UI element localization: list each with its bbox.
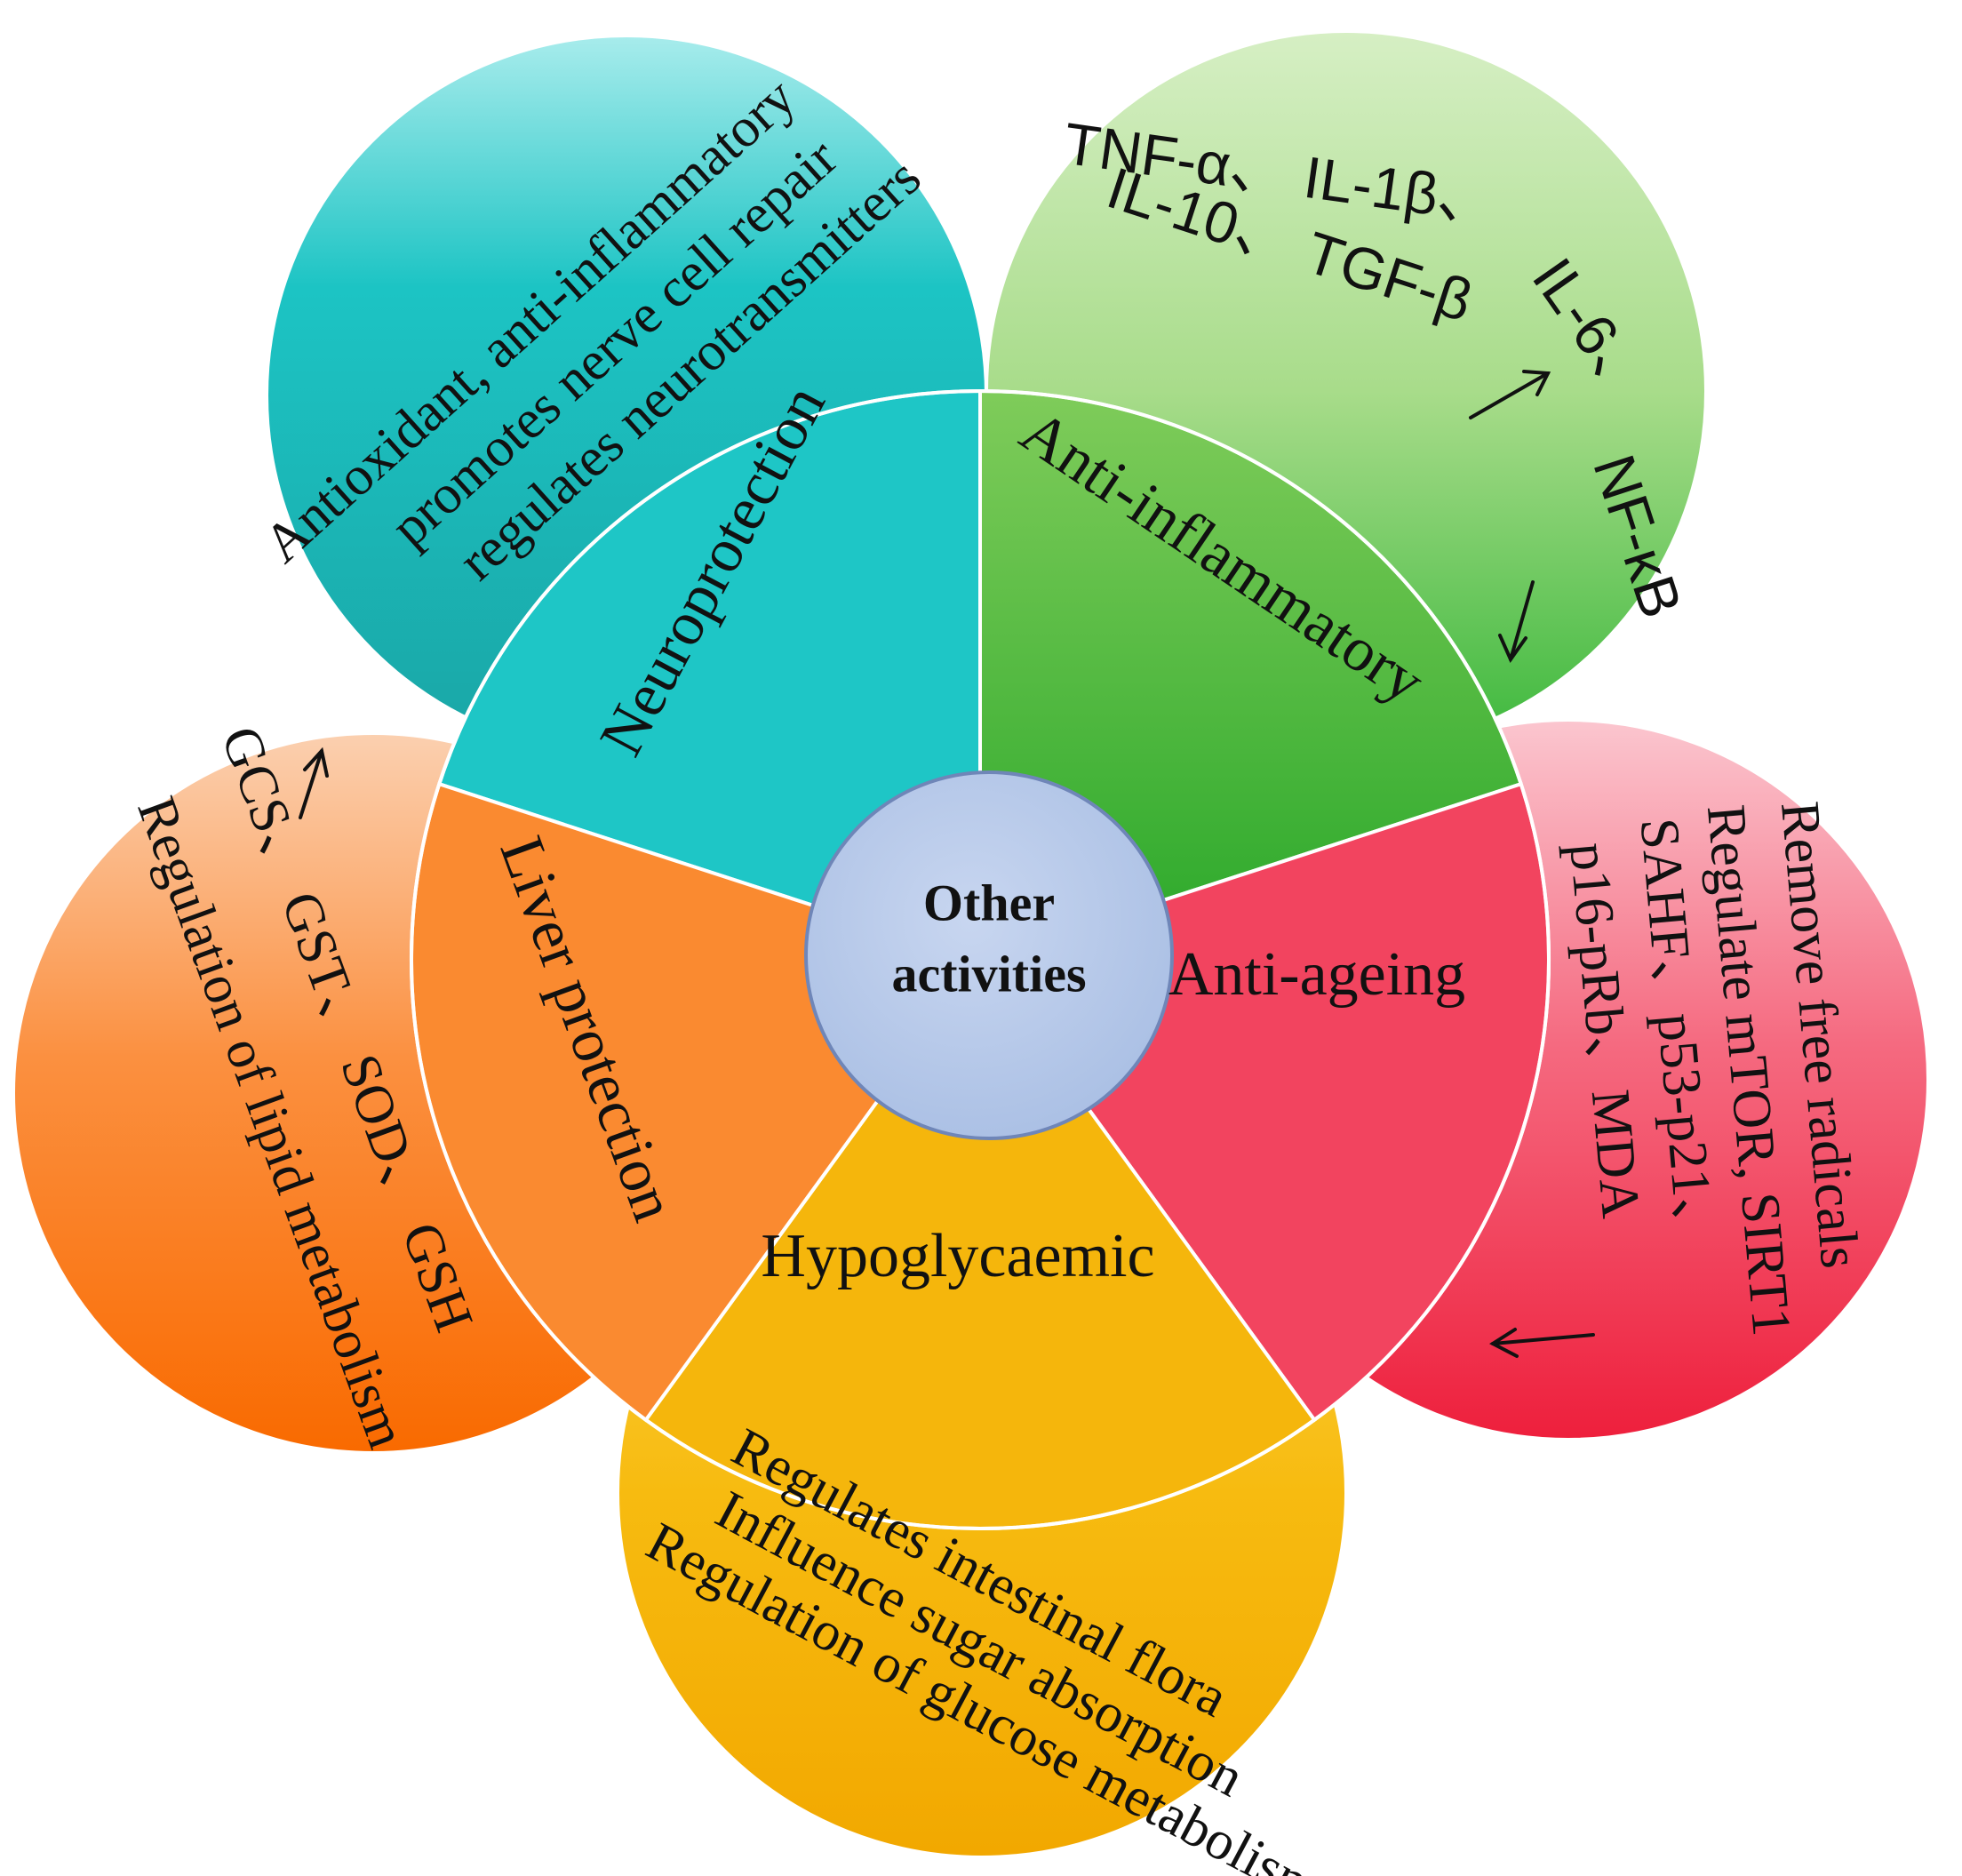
center-circle bbox=[804, 770, 1174, 1140]
hypoglycaemic-label: Hypoglycaemic bbox=[761, 1222, 1154, 1290]
down-arrow-icon bbox=[1489, 1328, 1595, 1358]
center-title-line1: Other bbox=[923, 874, 1055, 931]
anti-ageing-label: Anti-ageing bbox=[1168, 940, 1465, 1009]
up-arrow-icon bbox=[299, 746, 329, 819]
inner-ring-outline bbox=[410, 389, 1551, 1530]
center-title-line2: activities bbox=[891, 945, 1086, 1002]
center-node: Other activities bbox=[804, 770, 1174, 1140]
down-arrow-icon bbox=[1498, 580, 1535, 664]
up-arrow-icon bbox=[1469, 370, 1551, 419]
